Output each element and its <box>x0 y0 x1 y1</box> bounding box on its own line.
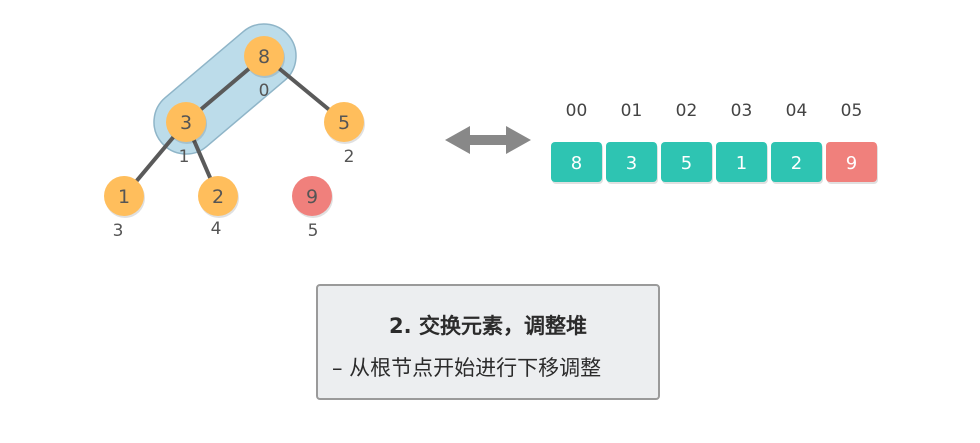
node-value: 9 <box>306 186 318 208</box>
tree-node-5: 95 <box>292 176 333 241</box>
array-cell-5: 9 05 <box>826 101 878 184</box>
node-circle <box>166 102 206 142</box>
array-index-label: 01 <box>621 101 643 121</box>
array-cell-1: 3 01 <box>606 101 658 184</box>
cell-value: 3 <box>626 153 637 174</box>
cell-value: 8 <box>571 153 582 174</box>
array-index-label: 00 <box>566 101 588 121</box>
cell-box <box>826 142 877 182</box>
node-index-label: 0 <box>259 81 270 101</box>
array-cell-4: 2 04 <box>771 101 823 184</box>
node-circle <box>324 102 364 142</box>
caption-subtitle: – 从根节点开始进行下移调整 <box>332 356 602 380</box>
node-index-label: 4 <box>211 219 222 239</box>
caption-title: 2. 交换元素，调整堆 <box>389 314 587 338</box>
array-layer: 8 00 3 01 5 02 1 03 2 04 9 05 <box>551 101 878 184</box>
tree-node-2: 52 <box>324 102 365 167</box>
node-circle <box>104 176 144 216</box>
node-circle <box>292 176 332 216</box>
cell-box <box>716 142 767 182</box>
array-cell-2: 5 02 <box>661 101 713 184</box>
cell-box <box>771 142 822 182</box>
node-circle <box>244 36 284 76</box>
node-index-label: 3 <box>113 221 124 241</box>
node-value: 2 <box>212 186 224 208</box>
double-arrow-icon <box>445 126 531 154</box>
array-index-label: 03 <box>731 101 753 121</box>
node-value: 3 <box>180 112 192 134</box>
node-index-label: 2 <box>344 147 355 167</box>
tree-node-3: 13 <box>104 176 145 241</box>
node-value: 8 <box>258 46 270 68</box>
node-circle <box>198 176 238 216</box>
node-value: 1 <box>118 186 130 208</box>
tree-node-4: 24 <box>198 176 239 239</box>
cell-box <box>661 142 712 182</box>
array-index-label: 05 <box>841 101 863 121</box>
cell-value: 2 <box>791 153 802 174</box>
cell-value: 1 <box>736 153 747 174</box>
tree-node-1: 31 <box>166 102 207 167</box>
cell-value: 5 <box>681 153 692 174</box>
tree-node-0: 80 <box>244 36 285 101</box>
node-value: 5 <box>338 112 350 134</box>
caption-box: 2. 交换元素，调整堆 – 从根节点开始进行下移调整 <box>316 284 660 400</box>
cell-box <box>551 142 602 182</box>
array-index-label: 04 <box>786 101 808 121</box>
array-index-label: 02 <box>676 101 698 121</box>
array-cell-0: 8 00 <box>551 101 603 184</box>
cell-value: 9 <box>846 153 857 174</box>
arrow-layer <box>445 126 531 154</box>
cell-box <box>606 142 657 182</box>
array-cell-3: 1 03 <box>716 101 768 184</box>
node-index-label: 5 <box>308 221 319 241</box>
node-index-label: 1 <box>179 147 190 167</box>
